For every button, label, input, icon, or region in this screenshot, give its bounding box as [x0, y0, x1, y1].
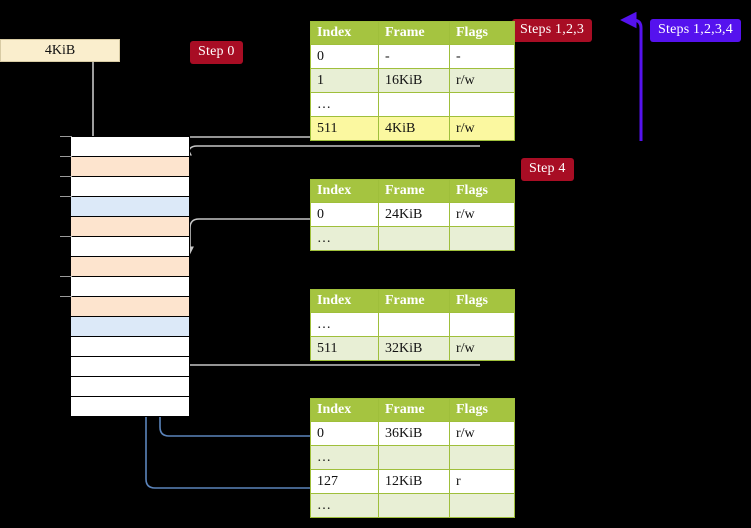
memory-frame-row — [70, 336, 190, 357]
table-cell-flags: - — [449, 44, 515, 69]
table-cell-index: 1 — [310, 68, 379, 93]
table-cell-flags: r/w — [449, 68, 515, 93]
table-cell-frame — [378, 493, 450, 518]
column-header-frame: Frame — [378, 398, 450, 422]
table-cell-flags: r/w — [449, 116, 515, 141]
memory-frame-row — [70, 376, 190, 397]
memory-frame-row — [70, 256, 190, 277]
table-row: 0-- — [310, 44, 515, 69]
table-cell-frame — [378, 445, 450, 470]
table-cell-flags — [449, 493, 515, 518]
steps-1234-badge: Steps 1,2,3,4 — [650, 19, 741, 42]
column-header-frame: Frame — [378, 179, 450, 203]
column-header-index: Index — [310, 21, 379, 45]
table-cell-frame — [378, 92, 450, 117]
wire-steps-bracket — [620, 11, 643, 141]
column-header-frame: Frame — [378, 21, 450, 45]
table-cell-index: 127 — [310, 469, 379, 494]
table-cell-flags: r/w — [449, 202, 515, 227]
memory-frame-row — [70, 196, 190, 217]
table-cell-index: … — [310, 92, 379, 117]
memory-tick — [60, 156, 72, 157]
column-header-flags: Flags — [449, 21, 515, 45]
table-cell-index: 0 — [310, 44, 379, 69]
table-cell-flags — [449, 92, 515, 117]
table-cell-flags: r/w — [449, 421, 515, 446]
memory-tick — [60, 296, 72, 297]
table-cell-index: 0 — [310, 421, 379, 446]
table-row: … — [310, 226, 515, 251]
memory-frame-row — [70, 296, 190, 317]
memory-frame-row — [70, 236, 190, 257]
physical-memory-column — [70, 136, 190, 417]
memory-tick — [60, 196, 72, 197]
table-cell-flags — [449, 226, 515, 251]
table-cell-frame: - — [378, 44, 450, 69]
column-header-index: Index — [310, 289, 379, 313]
frame-4kib-label: 4KiB — [44, 42, 76, 58]
frame-4kib-box: 4KiB — [0, 39, 120, 62]
table-cell-frame — [378, 312, 450, 337]
column-header-index: Index — [310, 179, 379, 203]
column-header-flags: Flags — [449, 179, 515, 203]
memory-tick — [60, 236, 72, 237]
table-row: … — [310, 493, 515, 518]
steps-123-badge: Steps 1,2,3 — [512, 19, 593, 42]
column-header-index: Index — [310, 398, 379, 422]
table-cell-index: 511 — [310, 116, 379, 141]
table-cell-frame — [378, 226, 450, 251]
table-cell-index: 511 — [310, 336, 379, 361]
table-cell-frame: 24KiB — [378, 202, 450, 227]
table-cell-index: 0 — [310, 202, 379, 227]
table-row: … — [310, 312, 515, 337]
table-cell-index: … — [310, 226, 379, 251]
memory-tick — [60, 176, 72, 177]
memory-frame-row — [70, 136, 190, 157]
wire-lane-a — [184, 145, 480, 156]
table-cell-index: … — [310, 493, 379, 518]
column-header-flags: Flags — [449, 398, 515, 422]
memory-tick — [60, 136, 72, 137]
table-cell-frame: 16KiB — [378, 68, 450, 93]
step-0-badge: Step 0 — [190, 41, 243, 64]
memory-frame-row — [70, 156, 190, 177]
table-cell-flags: r — [449, 469, 515, 494]
memory-frame-row — [70, 356, 190, 377]
column-header-flags: Flags — [449, 289, 515, 313]
table-cell-frame: 32KiB — [378, 336, 450, 361]
step-4-badge: Step 4 — [521, 158, 574, 181]
memory-frame-row — [70, 316, 190, 337]
table-cell-flags: r/w — [449, 336, 515, 361]
column-header-frame: Frame — [378, 289, 450, 313]
table-row: … — [310, 445, 515, 470]
table-cell-frame: 12KiB — [378, 469, 450, 494]
table-cell-flags — [449, 445, 515, 470]
table-cell-flags — [449, 312, 515, 337]
memory-frame-row — [70, 276, 190, 297]
table-cell-frame: 4KiB — [378, 116, 450, 141]
table-row: … — [310, 92, 515, 117]
memory-frame-row — [70, 216, 190, 237]
table-cell-index: … — [310, 445, 379, 470]
table-cell-index: … — [310, 312, 379, 337]
memory-frame-row — [70, 396, 190, 417]
memory-tick — [60, 276, 72, 277]
memory-frame-row — [70, 176, 190, 197]
table-cell-frame: 36KiB — [378, 421, 450, 446]
